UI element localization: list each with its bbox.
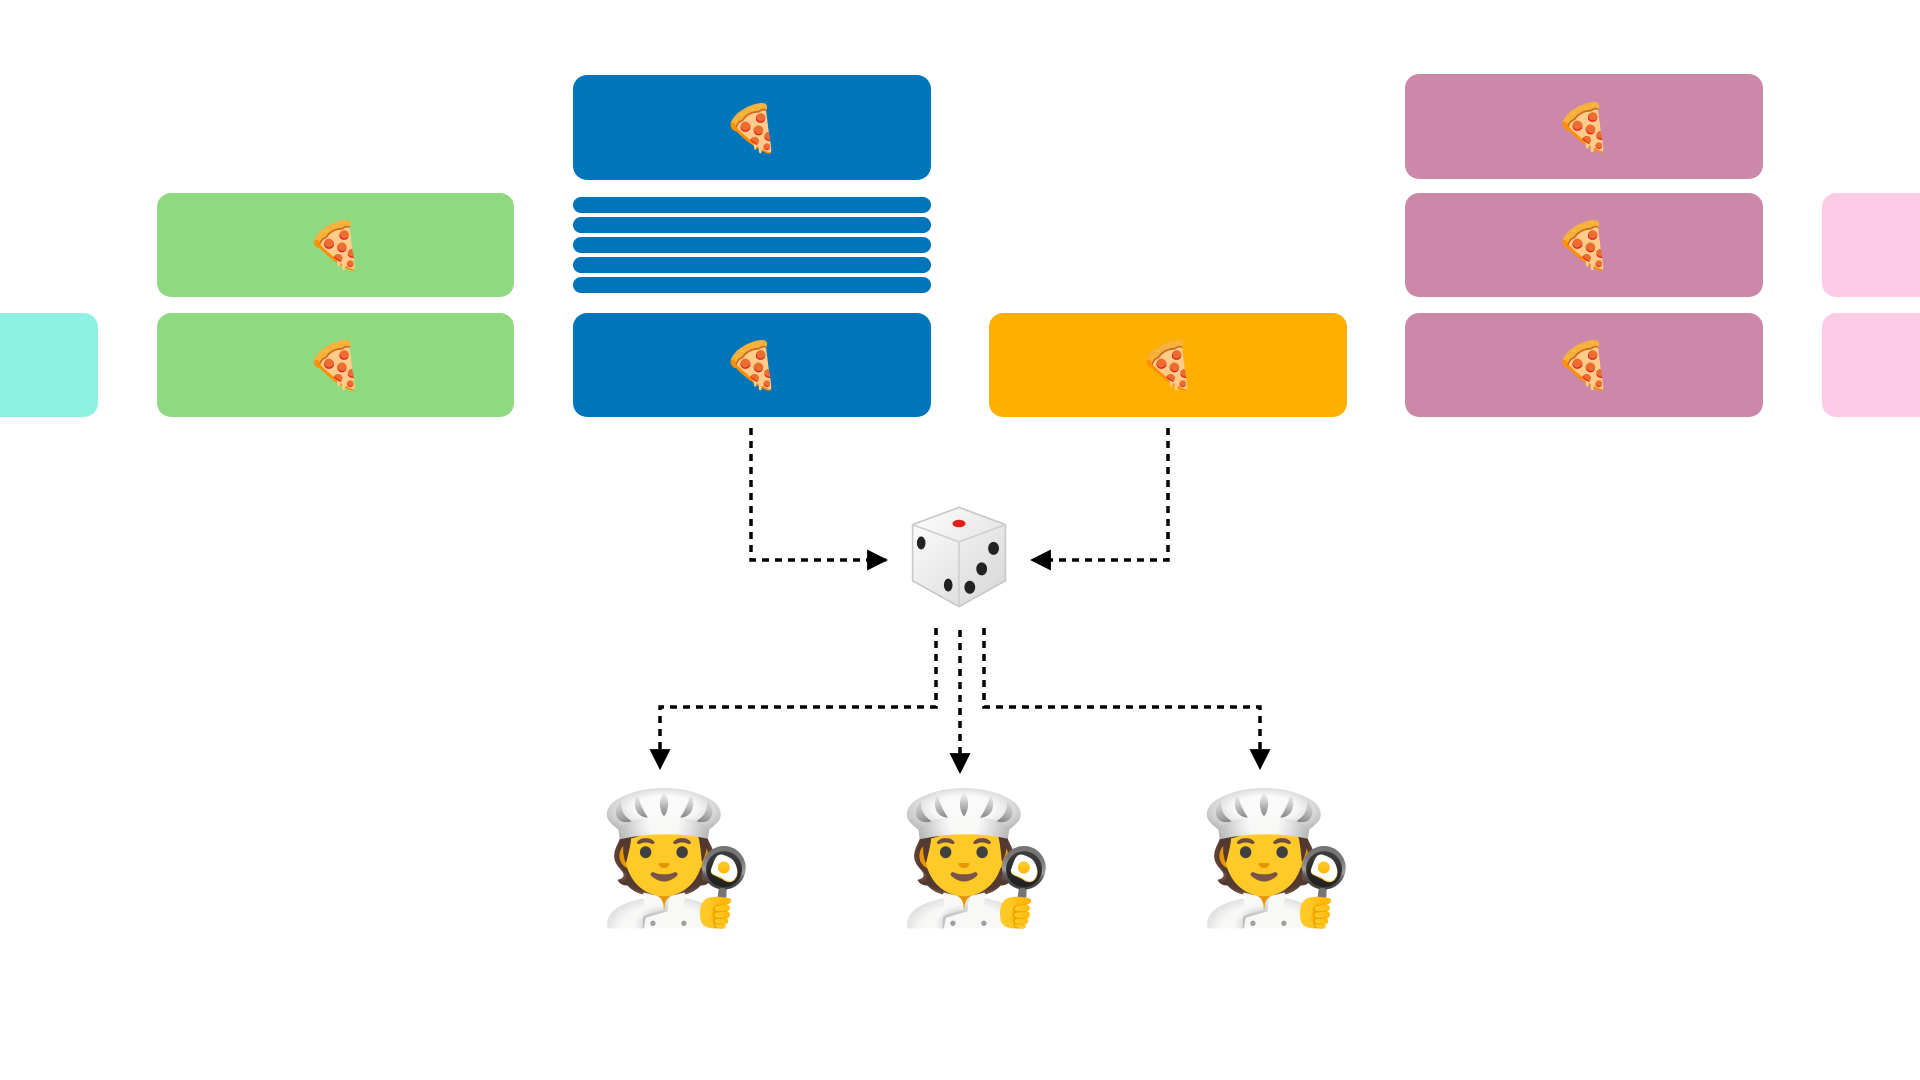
blue-queue-collapsed-item	[573, 277, 931, 293]
pizza-slice-icon: 🍕	[306, 218, 365, 272]
pizza-slice-icon: 🍕	[1555, 338, 1613, 392]
green-queue-item: 🍕	[157, 313, 514, 417]
pizza-slice-icon: 🍕	[306, 338, 365, 392]
pizza-slice-icon: 🍕	[723, 338, 781, 392]
arrow-dice-to-cook-1	[649, 628, 938, 771]
pizza-slice-icon: 🍕	[723, 100, 781, 155]
pink-queue-item	[1822, 313, 1920, 417]
green-queue-item: 🍕	[157, 193, 514, 297]
pink-queue-item	[1822, 193, 1920, 297]
blue-queue-collapsed-item	[573, 237, 931, 253]
pizza-slice-icon: 🍕	[1139, 338, 1197, 392]
blue-queue-collapsed-item	[573, 197, 931, 213]
mauve-queue-item: 🍕	[1405, 74, 1763, 179]
teal-queue-item	[0, 313, 98, 417]
blue-queue-item: 🍕	[573, 75, 931, 180]
cook-icon: 🧑‍🍳	[596, 784, 756, 933]
cook-icon: 🧑‍🍳	[896, 784, 1056, 933]
arrow-dice-to-cook-3	[982, 628, 1271, 771]
pizza-slice-icon: 🍕	[1555, 218, 1613, 272]
arrow-orange-to-dice	[1029, 428, 1170, 571]
mauve-queue-item: 🍕	[1405, 193, 1763, 297]
orange-queue-item: 🍕	[989, 313, 1347, 417]
cook-icon: 🧑‍🍳	[1196, 784, 1356, 933]
blue-queue-collapsed-item	[573, 217, 931, 233]
pizza-slice-icon: 🍕	[1555, 99, 1613, 154]
blue-queue-collapsed-item	[573, 257, 931, 273]
blue-queue-item: 🍕	[573, 313, 931, 417]
dice-icon	[911, 506, 1007, 608]
mauve-queue-item: 🍕	[1405, 313, 1763, 417]
arrow-blue-to-dice	[749, 428, 889, 571]
